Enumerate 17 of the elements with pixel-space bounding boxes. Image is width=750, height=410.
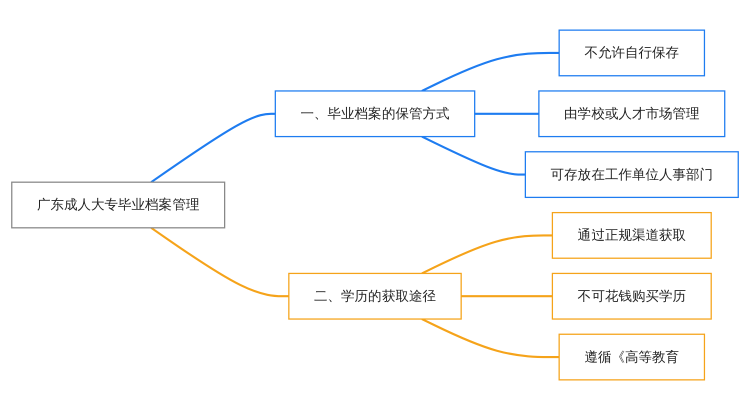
node-box xyxy=(558,30,706,76)
node-box xyxy=(558,334,706,380)
connector xyxy=(150,226,289,298)
connector xyxy=(461,295,552,298)
connector xyxy=(421,52,560,92)
connector xyxy=(150,112,276,184)
connector xyxy=(474,112,539,115)
node-box xyxy=(274,90,476,138)
connector xyxy=(421,136,526,176)
node-box xyxy=(538,90,726,138)
connector xyxy=(421,318,560,358)
connector xyxy=(421,234,552,274)
node-box xyxy=(524,151,739,198)
node-box xyxy=(552,272,712,320)
node-box xyxy=(288,272,462,320)
node-box xyxy=(552,212,712,259)
node-box xyxy=(11,182,226,228)
